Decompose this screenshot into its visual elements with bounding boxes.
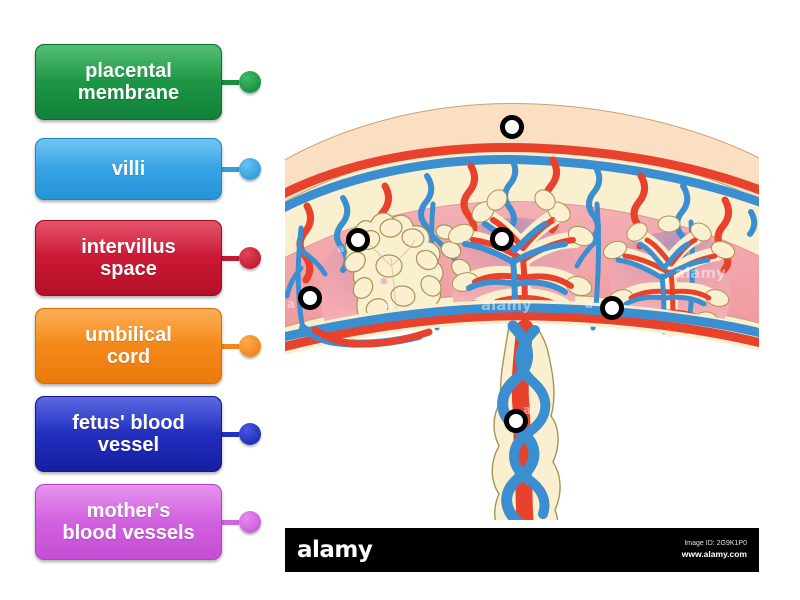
- svg-text:a: a: [425, 357, 433, 371]
- connector-dot[interactable]: [239, 247, 261, 269]
- label-item-villi[interactable]: villi: [35, 138, 261, 200]
- svg-text:a: a: [287, 357, 295, 371]
- marker-villi[interactable]: [346, 228, 370, 252]
- connector-dot[interactable]: [239, 511, 261, 533]
- connector-stem: [222, 166, 239, 172]
- marker-mothers-blood-vessels[interactable]: [600, 296, 624, 320]
- connector-dot[interactable]: [239, 71, 261, 93]
- watermark-tiles: a a alamy a alamy a a a a a a: [287, 212, 726, 417]
- villus-tree-right: [602, 215, 736, 337]
- connector-stem: [222, 79, 239, 85]
- connector-dot[interactable]: [239, 335, 261, 357]
- svg-text:alamy: alamy: [481, 296, 532, 314]
- label-connector: [222, 511, 261, 533]
- connector-dot[interactable]: [239, 158, 261, 180]
- watermark-meta: Image ID: 2G9K1P0 www.alamy.com: [682, 540, 747, 559]
- basal-plate-vessels: [285, 299, 759, 355]
- alamy-url-text: www.alamy.com: [681, 549, 747, 560]
- marker-placental-membrane[interactable]: [500, 115, 524, 139]
- image-id-text: Image ID: 2G9K1P0: [684, 540, 747, 548]
- label-connector: [222, 423, 261, 445]
- svg-text:a: a: [385, 297, 393, 311]
- svg-text:a: a: [553, 212, 560, 225]
- label-box[interactable]: villi: [35, 138, 222, 200]
- connector-stem: [222, 343, 239, 349]
- svg-text:a: a: [585, 297, 593, 311]
- alamy-watermark-bar: alamy Image ID: 2G9K1P0 www.alamy.com: [285, 528, 759, 572]
- svg-text:a: a: [685, 357, 693, 371]
- svg-text:alamy: alamy: [675, 264, 726, 282]
- svg-text:a: a: [337, 242, 344, 255]
- label-connector: [222, 247, 261, 269]
- marker-intervillus-space[interactable]: [298, 286, 322, 310]
- connector-stem: [222, 431, 239, 437]
- connector-stem: [222, 255, 239, 261]
- marker-umbilical-cord[interactable]: [504, 409, 528, 433]
- svg-text:a: a: [287, 297, 295, 311]
- label-text: villi: [111, 157, 146, 180]
- label-connector: [222, 158, 261, 180]
- connector-stem: [222, 519, 239, 525]
- label-connector: [222, 335, 261, 357]
- marker-fetus-blood-vessel[interactable]: [490, 227, 514, 251]
- connector-dot[interactable]: [239, 423, 261, 445]
- alamy-logo: alamy: [297, 537, 373, 563]
- placenta-diagram: a a alamy a alamy a a a a a a: [285, 100, 759, 520]
- svg-text:a: a: [523, 403, 531, 417]
- label-connector: [222, 71, 261, 93]
- maternal-surface-vessels: [285, 142, 759, 213]
